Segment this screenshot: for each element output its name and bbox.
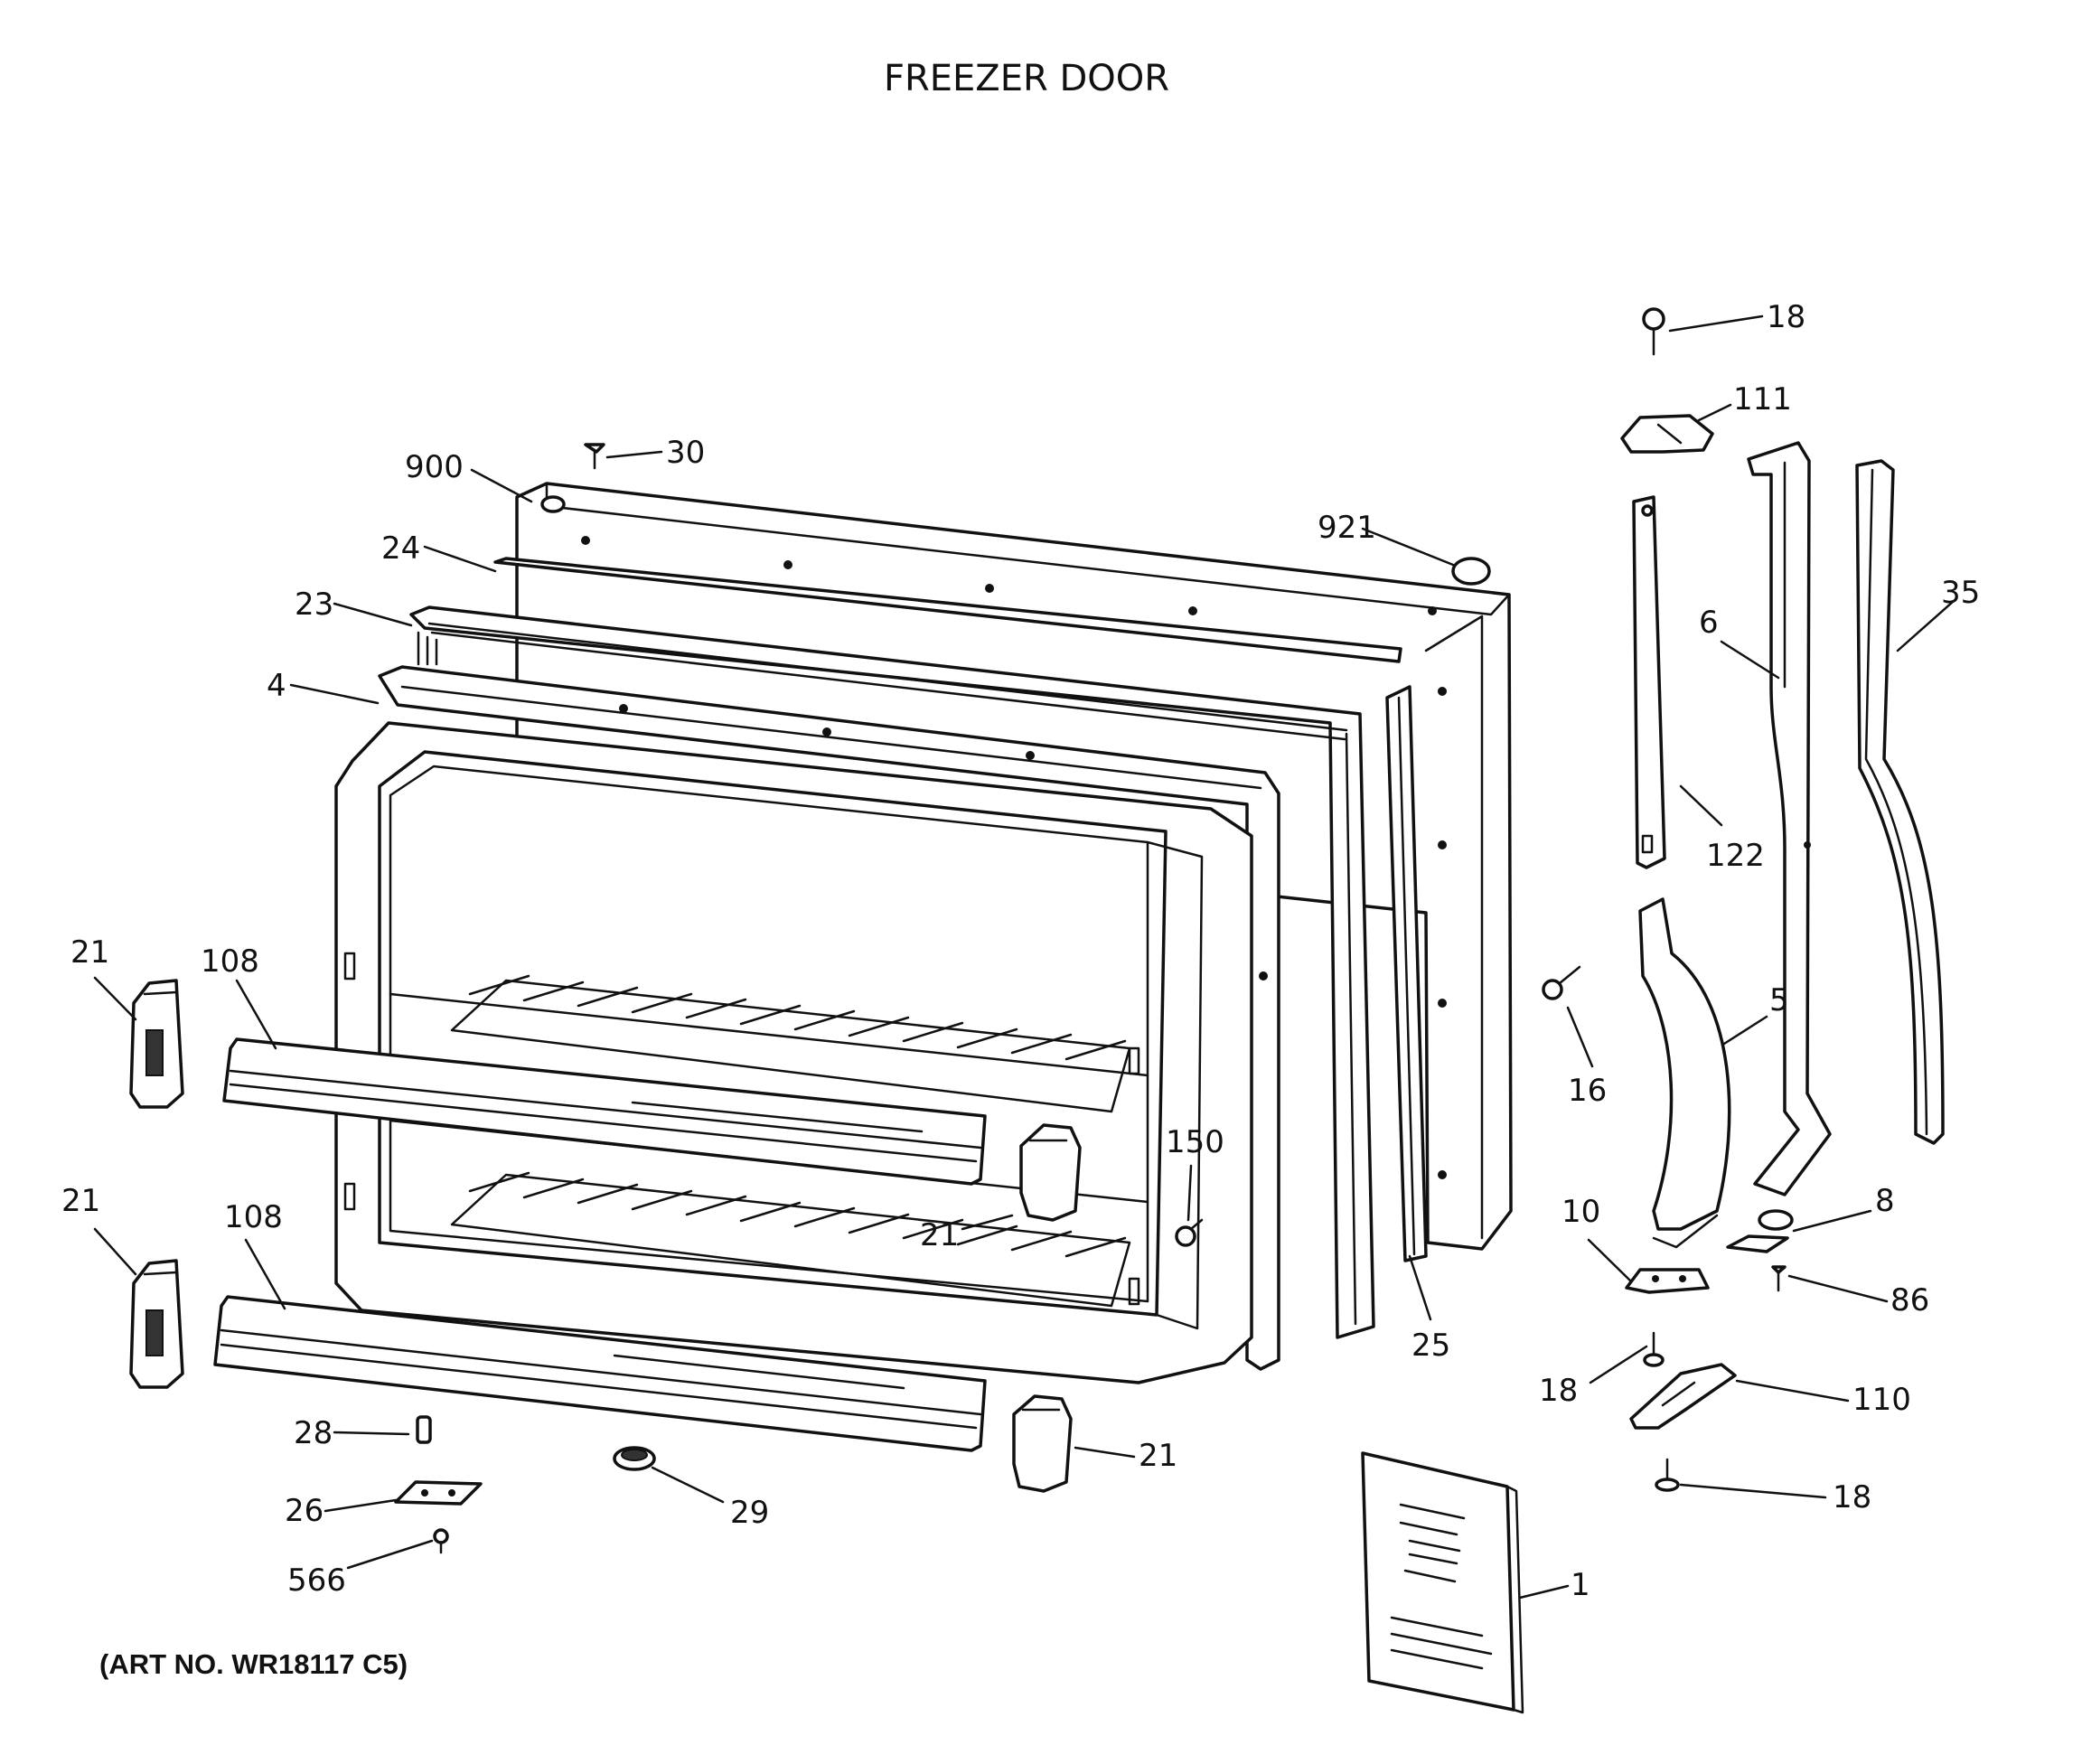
screw-30 xyxy=(584,443,605,470)
callout-900: 900 xyxy=(405,449,464,485)
callout-108: 108 xyxy=(201,943,259,980)
callout-921: 921 xyxy=(1318,510,1376,546)
callout-23: 23 xyxy=(295,586,333,623)
end-cap-21-left-lower xyxy=(129,1259,184,1389)
callout-16: 16 xyxy=(1568,1073,1607,1109)
callout-26: 26 xyxy=(285,1493,324,1529)
screw-18-mid xyxy=(1643,1331,1665,1367)
art-number: (ART NO. WR18117 C5) xyxy=(99,1648,408,1680)
callout-21: 21 xyxy=(70,934,109,971)
callout-8: 8 xyxy=(1875,1183,1895,1219)
callout-10: 10 xyxy=(1562,1194,1600,1230)
callout-86: 86 xyxy=(1890,1282,1929,1318)
callout-24: 24 xyxy=(381,530,420,567)
end-cap-21-right-lower xyxy=(1012,1394,1073,1493)
screw-28 xyxy=(416,1415,432,1444)
hinge-10 xyxy=(1625,1268,1710,1294)
leader-lines xyxy=(93,314,1955,1600)
door-liner xyxy=(334,721,1253,1384)
callout-35: 35 xyxy=(1941,575,1980,611)
callout-labels: 18 111 900 30 921 24 23 4 35 6 122 21 10… xyxy=(61,299,1980,1603)
callout-122: 122 xyxy=(1706,838,1765,874)
trim-35 xyxy=(1855,459,1945,1145)
bumper-29 xyxy=(613,1446,656,1471)
callout-28: 28 xyxy=(294,1415,333,1451)
callout-30: 30 xyxy=(666,435,705,471)
callout-6: 6 xyxy=(1699,605,1719,641)
callout-111: 111 xyxy=(1733,381,1792,418)
shelf-bar-108-lower xyxy=(213,1295,987,1452)
door-gasket-23 xyxy=(409,605,1375,1339)
callout-21: 21 xyxy=(1139,1438,1177,1474)
part-8 xyxy=(1726,1209,1794,1253)
breaker-strip-edge xyxy=(1397,696,1416,1256)
owners-manual-1 xyxy=(1361,1451,1524,1714)
callout-21: 21 xyxy=(61,1183,100,1219)
end-cap-21-right-upper xyxy=(1019,1123,1082,1222)
callout-4: 4 xyxy=(267,668,286,704)
plug-921 xyxy=(1451,557,1491,586)
bar-122 xyxy=(1632,495,1666,869)
callout-1: 1 xyxy=(1571,1567,1590,1603)
end-cap-21-left-upper xyxy=(129,979,184,1109)
screw-18-top xyxy=(1642,307,1665,356)
hinge-110 xyxy=(1629,1363,1737,1430)
callout-110: 110 xyxy=(1852,1382,1911,1418)
callout-29: 29 xyxy=(730,1495,769,1531)
screw-150 xyxy=(1175,1218,1204,1247)
rail-6 xyxy=(1747,441,1832,1196)
handle-5 xyxy=(1638,897,1731,1249)
hinge-plate-26 xyxy=(394,1480,483,1506)
screw-16 xyxy=(1542,965,1581,1000)
inner-frame-4 xyxy=(378,665,1280,1371)
callout-18: 18 xyxy=(1833,1479,1871,1515)
diagram-title: FREEZER DOOR xyxy=(884,58,1169,99)
callout-150: 150 xyxy=(1166,1124,1224,1160)
screw-566 xyxy=(433,1528,449,1554)
screw-86 xyxy=(1771,1265,1787,1292)
trim-strip-24 xyxy=(493,557,1402,663)
callout-108: 108 xyxy=(224,1199,283,1235)
callout-566: 566 xyxy=(287,1562,346,1599)
callout-5: 5 xyxy=(1769,982,1789,1018)
screw-18-bottom xyxy=(1655,1458,1680,1492)
callout-25: 25 xyxy=(1411,1328,1450,1364)
callout-18: 18 xyxy=(1767,299,1805,335)
callout-18: 18 xyxy=(1539,1373,1578,1409)
callout-21: 21 xyxy=(920,1217,959,1253)
hinge-111 xyxy=(1620,414,1714,454)
shelf-bar-108-upper xyxy=(222,1037,987,1186)
